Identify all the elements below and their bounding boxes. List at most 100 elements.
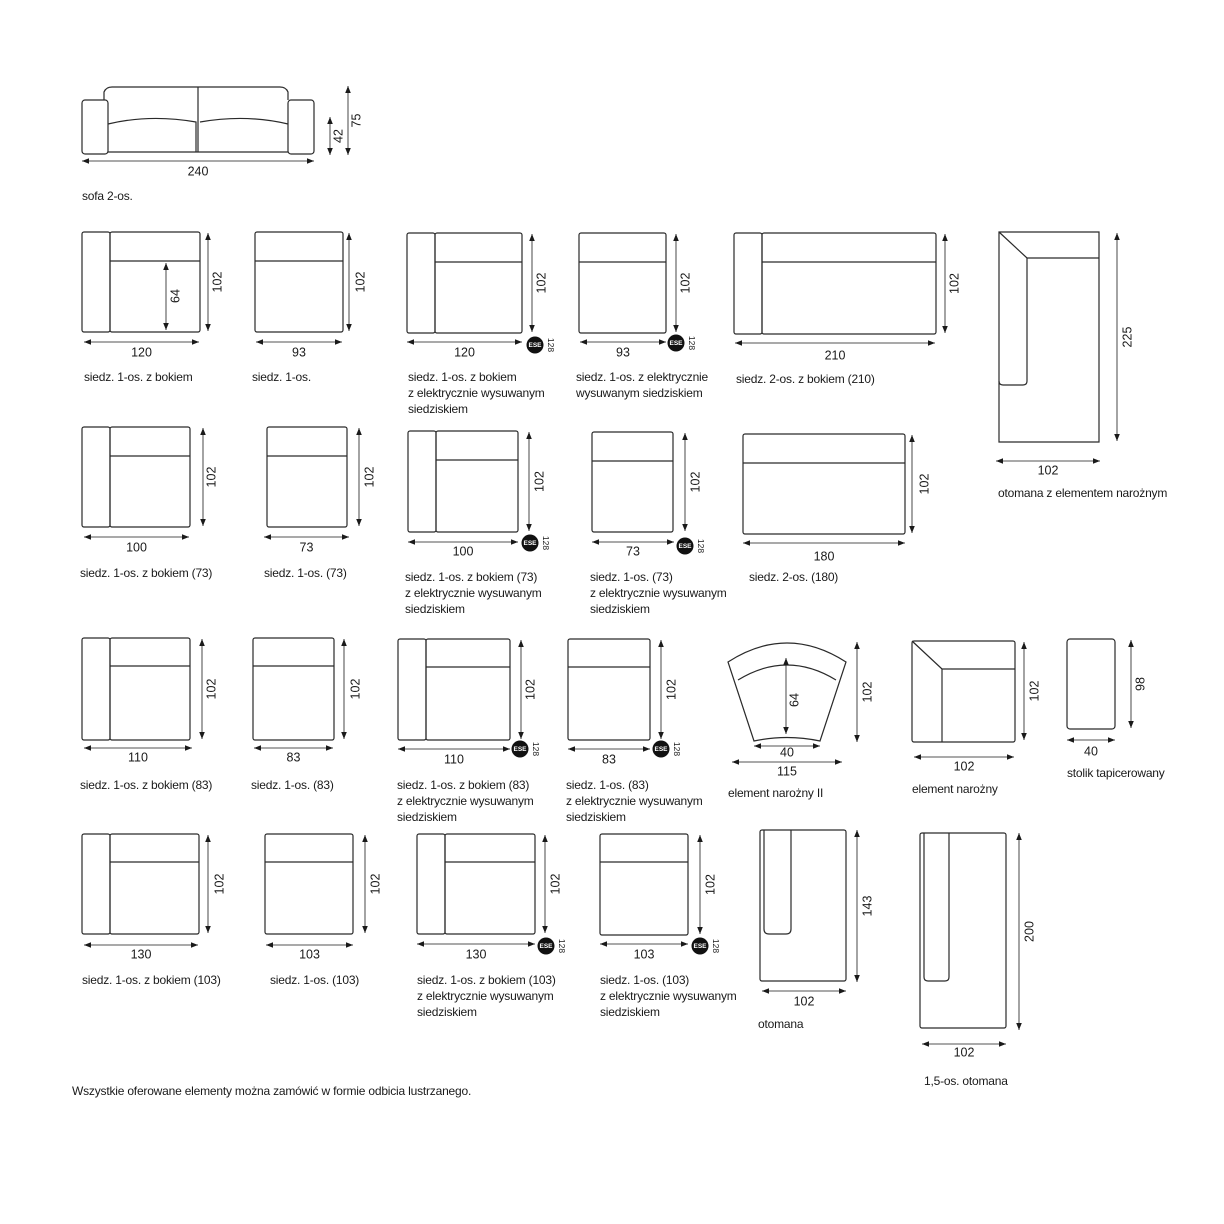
module-outline xyxy=(599,833,689,936)
height-value: 102 xyxy=(688,472,702,493)
module-label-line: siedziskiem xyxy=(397,810,457,824)
width-value: 120 xyxy=(131,345,152,359)
module-outline xyxy=(397,638,427,741)
width-value: 120 xyxy=(454,345,475,359)
module-outline xyxy=(998,231,1100,443)
module-outline xyxy=(109,637,191,741)
module-outline xyxy=(923,833,950,982)
module-outline xyxy=(103,86,289,100)
module-outline xyxy=(444,833,536,935)
module-label-line: element narożny II xyxy=(728,786,824,800)
mirror-note: Wszystkie oferowane elementy można zamów… xyxy=(72,1084,472,1098)
module-label-line: siedz. 2-os. (180) xyxy=(749,570,839,584)
module-label-line: stolik tapicerowany xyxy=(1067,766,1165,780)
width-value: 40 xyxy=(780,745,794,759)
height-value: 200 xyxy=(1022,921,1036,942)
width-value: 103 xyxy=(299,947,320,961)
height-value: 102 xyxy=(210,272,224,293)
module-outline xyxy=(919,832,1007,1029)
module-outline xyxy=(998,258,1028,386)
width-value: 103 xyxy=(634,947,655,961)
module-label-line: siedz. 1-os. (73) xyxy=(590,570,673,584)
module-label: siedz. 1-os. xyxy=(252,369,311,385)
ese-badge-icon xyxy=(667,334,685,352)
module-label-line: siedz. 1-os. z bokiem (73) xyxy=(405,570,538,584)
width-value: 110 xyxy=(128,750,148,764)
module-label: siedz. 1-os. z bokiem xyxy=(84,369,193,385)
width-value: 102 xyxy=(954,1045,975,1059)
height-value: 102 xyxy=(664,679,678,700)
module-label-line: siedz. 1-os. (73) xyxy=(264,566,347,580)
height-value: 64 xyxy=(787,693,801,707)
module-label-line: siedz. 1-os. (103) xyxy=(270,973,360,987)
module-outline xyxy=(254,231,344,333)
module-label: otomana xyxy=(758,1016,804,1032)
width-value: 130 xyxy=(466,947,487,961)
height-value: 102 xyxy=(348,679,362,700)
ese-height-value: 128 xyxy=(696,539,706,553)
module-outline xyxy=(252,637,335,741)
height-value: 64 xyxy=(168,289,182,303)
ese-badge-icon xyxy=(691,937,709,955)
height-value: 102 xyxy=(353,272,367,293)
ese-badge-icon xyxy=(652,740,670,758)
module-label: siedz. 1-os. (103) xyxy=(270,972,359,988)
width-value: 102 xyxy=(1038,463,1059,477)
module-outline xyxy=(425,638,511,741)
width-value: 40 xyxy=(1084,744,1098,758)
height-value: 102 xyxy=(204,679,218,700)
height-value: 102 xyxy=(534,273,548,294)
ese-height-value: 128 xyxy=(687,336,697,350)
module-label-line: siedz. 1-os. xyxy=(252,370,311,384)
module-label: sofa 2-os. xyxy=(82,188,133,204)
module-label-line: siedz. 1-os. (83) xyxy=(566,778,649,792)
width-value: 102 xyxy=(794,994,815,1008)
module-label: siedz. 1-os. (73) z elektrycznie wysuwany… xyxy=(590,569,727,617)
module-label-line: z elektrycznie wysuwanym xyxy=(405,586,542,600)
module-outline xyxy=(911,640,1015,670)
height-value: 102 xyxy=(212,874,226,895)
width-value: 210 xyxy=(825,348,846,362)
ese-height-value: 128 xyxy=(711,939,721,953)
module-outline xyxy=(81,637,111,741)
module-label-line: z elektrycznie wysuwanym xyxy=(408,386,545,400)
module-label-line: otomana xyxy=(758,1017,804,1031)
module-label-line: siedziskiem xyxy=(405,602,465,616)
ese-badge-text: ESE xyxy=(528,342,542,349)
module-label: 1,5-os. otomana xyxy=(924,1073,1008,1089)
module-outline xyxy=(763,830,792,935)
module-label: stolik tapicerowany xyxy=(1067,765,1165,781)
module-outline xyxy=(81,833,111,935)
width-value: 83 xyxy=(287,750,301,764)
height-value: 102 xyxy=(860,682,874,703)
module-label-line: otomana z elementem narożnym xyxy=(998,486,1168,500)
module-label-line: 1,5-os. otomana xyxy=(924,1074,1008,1088)
module-label: siedz. 2-os. z bokiem (210) xyxy=(736,371,875,387)
height-value: 75 xyxy=(349,114,363,128)
module-label-line: z elektrycznie wysuwanym xyxy=(397,794,534,808)
width-value: 240 xyxy=(188,164,209,178)
ese-badge-icon xyxy=(676,537,694,555)
module-outline xyxy=(727,642,847,742)
module-label: siedz. 1-os. z bokiem (83)z elektrycznie… xyxy=(397,777,534,825)
module-outline xyxy=(81,426,111,528)
module-outline xyxy=(406,232,436,334)
module-label-line: siedz. 1-os. z bokiem (73) xyxy=(80,566,213,580)
width-value: 73 xyxy=(300,540,314,554)
module-label-line: siedziskiem xyxy=(600,1005,660,1019)
ese-badge-text: ESE xyxy=(669,340,683,347)
module-label: siedz. 1-os. (73) xyxy=(264,565,347,581)
module-label: element narożny II xyxy=(728,785,823,801)
module-outline xyxy=(591,431,674,533)
module-label: siedz. 1-os. z bokiem (83) xyxy=(80,777,212,793)
module-label-line: z elektrycznie wysuwanym xyxy=(590,586,727,600)
ese-badge-text: ESE xyxy=(523,540,537,547)
module-label: siedz. 1-os. (83) xyxy=(251,777,334,793)
module-label: siedz. 1-os. (103)z elektrycznie wysuwan… xyxy=(600,972,737,1020)
width-value: 83 xyxy=(602,752,616,766)
ese-badge-text: ESE xyxy=(539,943,553,950)
